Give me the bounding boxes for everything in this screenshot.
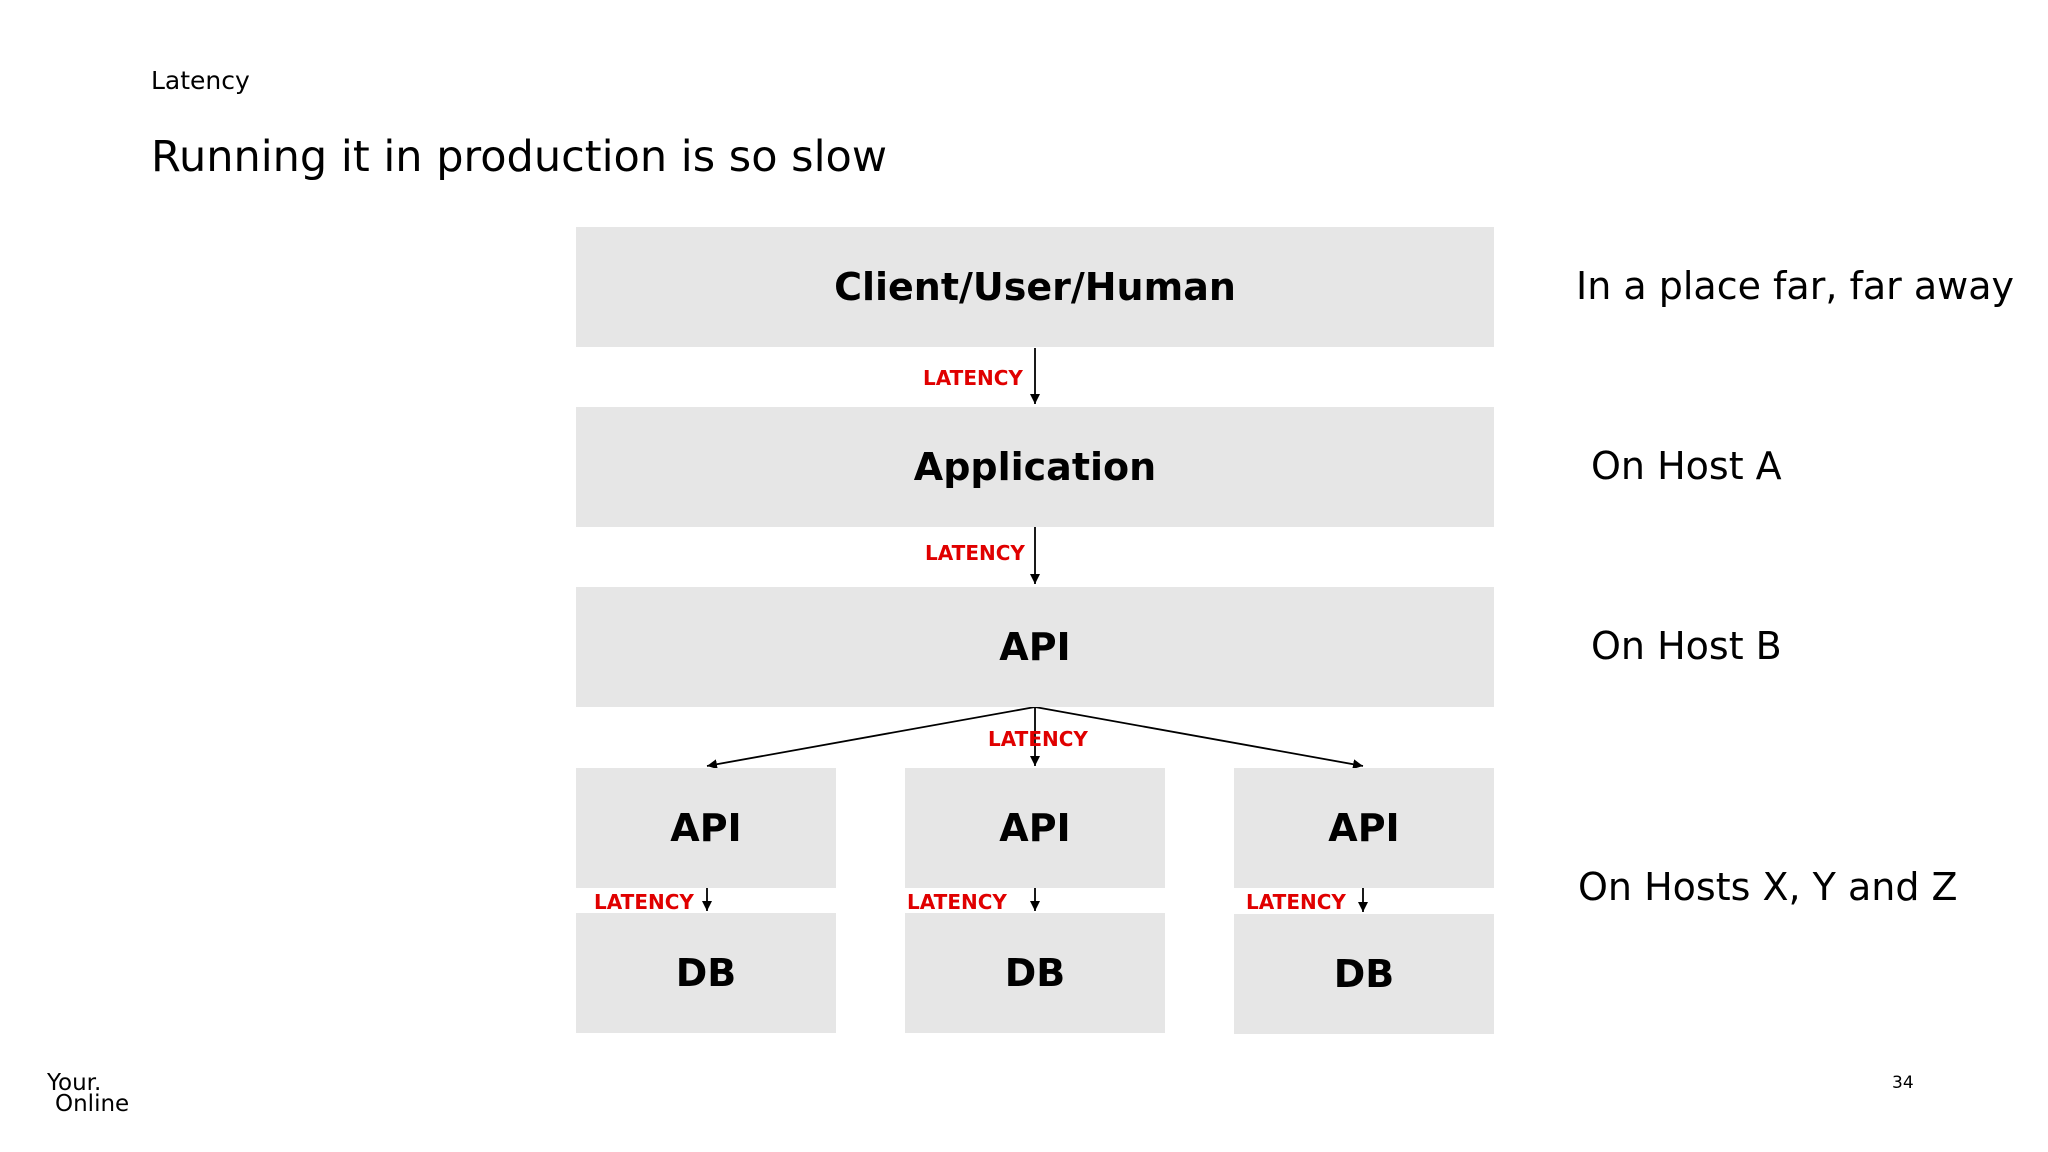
logo-line-2: Online (55, 1091, 130, 1117)
logo-line-1: Your. (47, 1070, 102, 1096)
arrow-api-to-api-z (1034, 706, 1364, 770)
latency-label-api-y-db-y: LATENCY (907, 890, 1007, 914)
side-label-application: On Host A (1591, 444, 1782, 488)
application-box: Application (576, 407, 1494, 527)
api-y-box: API (905, 768, 1165, 888)
slide-title: Running it in production is so slow (151, 132, 887, 182)
latency-label-api-fanout: LATENCY (988, 727, 1088, 751)
brand-logo: Your. Online (47, 1070, 130, 1117)
page-number: 34 (1892, 1073, 1914, 1093)
latency-label-api-x-db-x: LATENCY (594, 890, 694, 914)
api-z-box: API (1234, 768, 1494, 888)
latency-label-api-z-db-z: LATENCY (1246, 890, 1346, 914)
client-box: Client/User/Human (576, 227, 1494, 347)
latency-label-application-api: LATENCY (925, 541, 1025, 565)
db-y-box: DB (905, 913, 1165, 1033)
side-label-api: On Host B (1591, 624, 1782, 668)
arrow-api-to-api-x (706, 706, 1036, 770)
section-label: Latency (151, 66, 250, 95)
api-x-box: API (576, 768, 836, 888)
db-z-box: DB (1234, 914, 1494, 1034)
latency-label-client-application: LATENCY (923, 366, 1023, 390)
api-box: API (576, 587, 1494, 707)
side-label-hosts: On Hosts X, Y and Z (1578, 865, 1958, 909)
side-label-client: In a place far, far away (1576, 264, 2015, 308)
db-x-box: DB (576, 913, 836, 1033)
